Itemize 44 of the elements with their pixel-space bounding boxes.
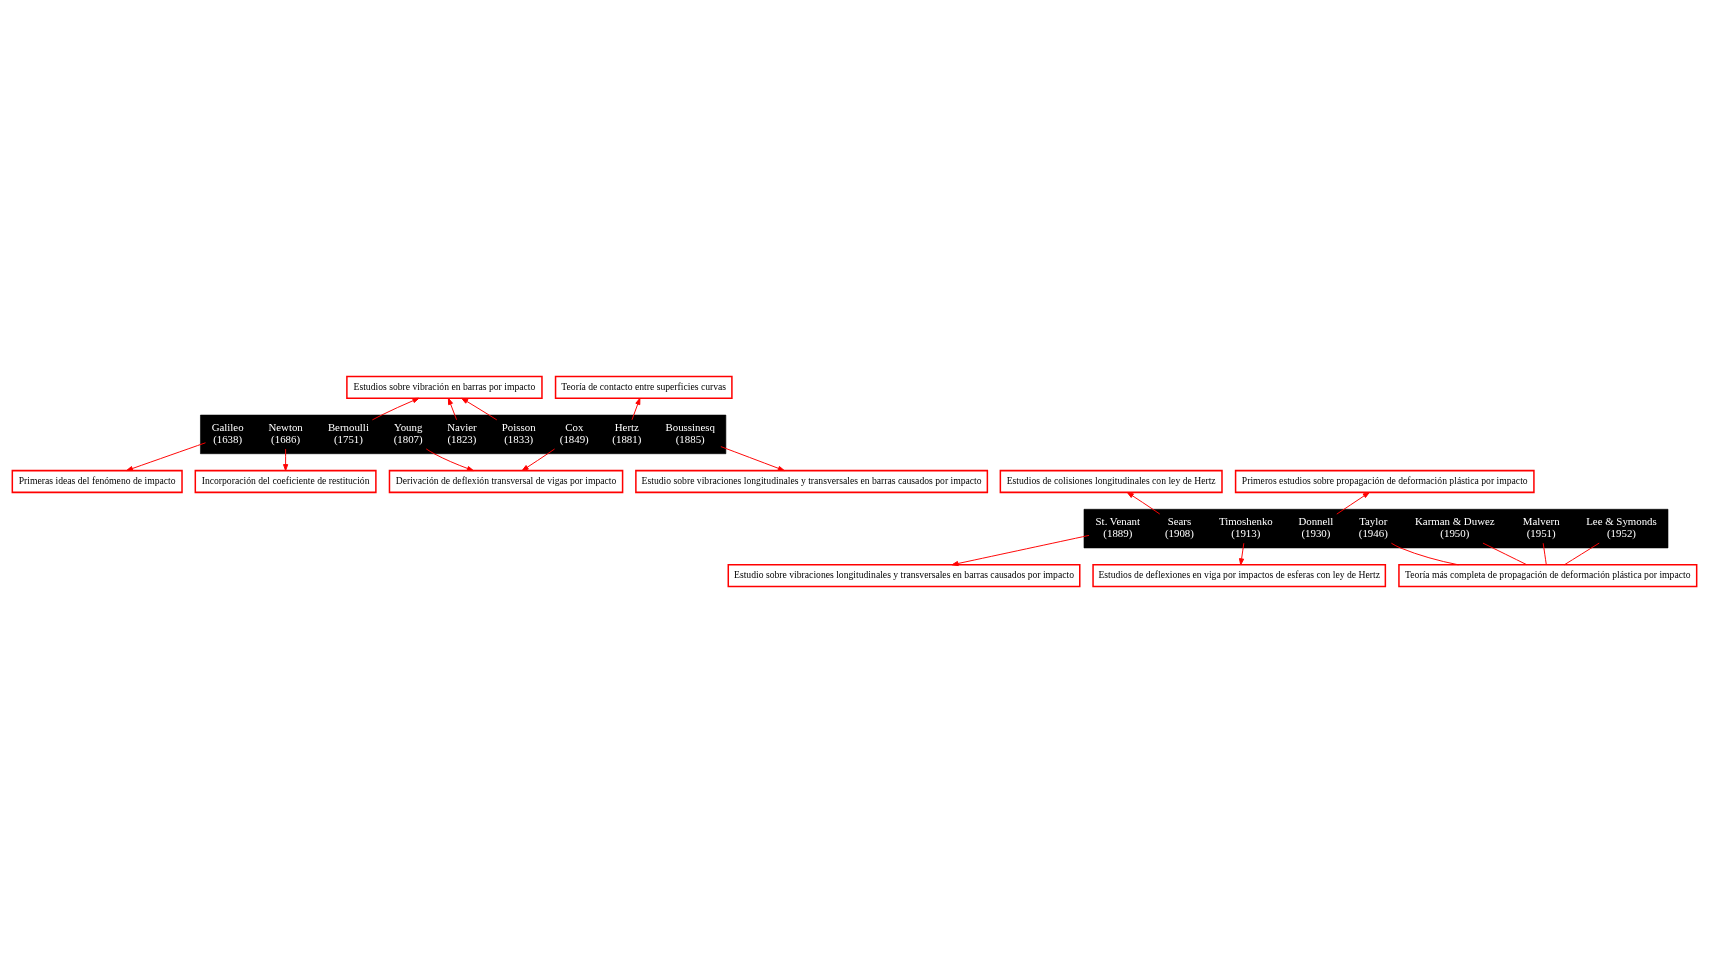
arrow [521,448,556,471]
node-box: Incorporación del coeficiente de restitución [194,469,377,493]
node-text: Karman & Duwez (1950) [1415,514,1495,539]
node-box: Primeros estudios sobre propagación de deformación plástica por impacto [1234,469,1535,493]
node-box: Teoría de contacto entre superficies curvas [554,375,733,399]
node-text: Boussinesq (1885) [665,420,715,445]
node-text: Poisson (1833) [501,420,536,445]
node-text: St. Venant (1889) [1095,514,1141,539]
node-box: Estudio sobre vibraciones longitudinales y transversales en barras causados por impacto [727,563,1081,587]
node-text: Newton (1686) [268,420,303,445]
arrow [631,397,641,420]
arrow [447,397,458,420]
node-box: Estudios sobre vibración en barras por impacto [346,375,543,399]
arrow [951,534,1090,566]
node-box: Primeras ideas del fenómeno de impacto [11,469,183,493]
node-text: Sears (1908) [1164,514,1194,539]
node-text: Donnell (1930) [1298,514,1334,539]
node-text: Timoshenko (1913) [1218,514,1273,539]
connector [1482,542,1528,565]
connector [1563,542,1600,565]
arrow [461,397,498,420]
node-text: Malvern (1951) [1522,514,1560,539]
node-text: Galileo (1638) [211,420,244,445]
node-text: Hertz (1881) [612,420,642,445]
arrow [126,441,206,471]
node-text: Bernoulli (1751) [327,420,369,445]
arrow [1126,491,1161,514]
node-text: Taylor (1946) [1358,514,1388,539]
connector [1542,542,1547,565]
node-box: Teoría más completa de propagación de deformación plástica por impacto [1398,563,1698,587]
cluster [1083,508,1669,548]
node-text: Navier (1823) [447,420,477,445]
arrow [1336,491,1370,515]
node-box: Estudios de deflexiones en viga por impactos de esferas con ley de Hertz [1092,563,1387,587]
node-box: Derivación de deflexión transversal de vigas por impacto [388,469,624,493]
cluster [200,414,727,454]
arrow [720,445,785,471]
node-text: Lee & Symonds (1952) [1586,514,1657,539]
node-box: Estudios de colisiones longitudinales con ley de Hertz [999,469,1223,493]
arrow [283,448,289,471]
node-text: Cox (1849) [559,420,589,445]
arrow [1239,542,1245,565]
node-text: Young (1807) [393,420,423,445]
node-box: Estudio sobre vibraciones longitudinales y transversales en barras causados por impacto [635,469,989,493]
